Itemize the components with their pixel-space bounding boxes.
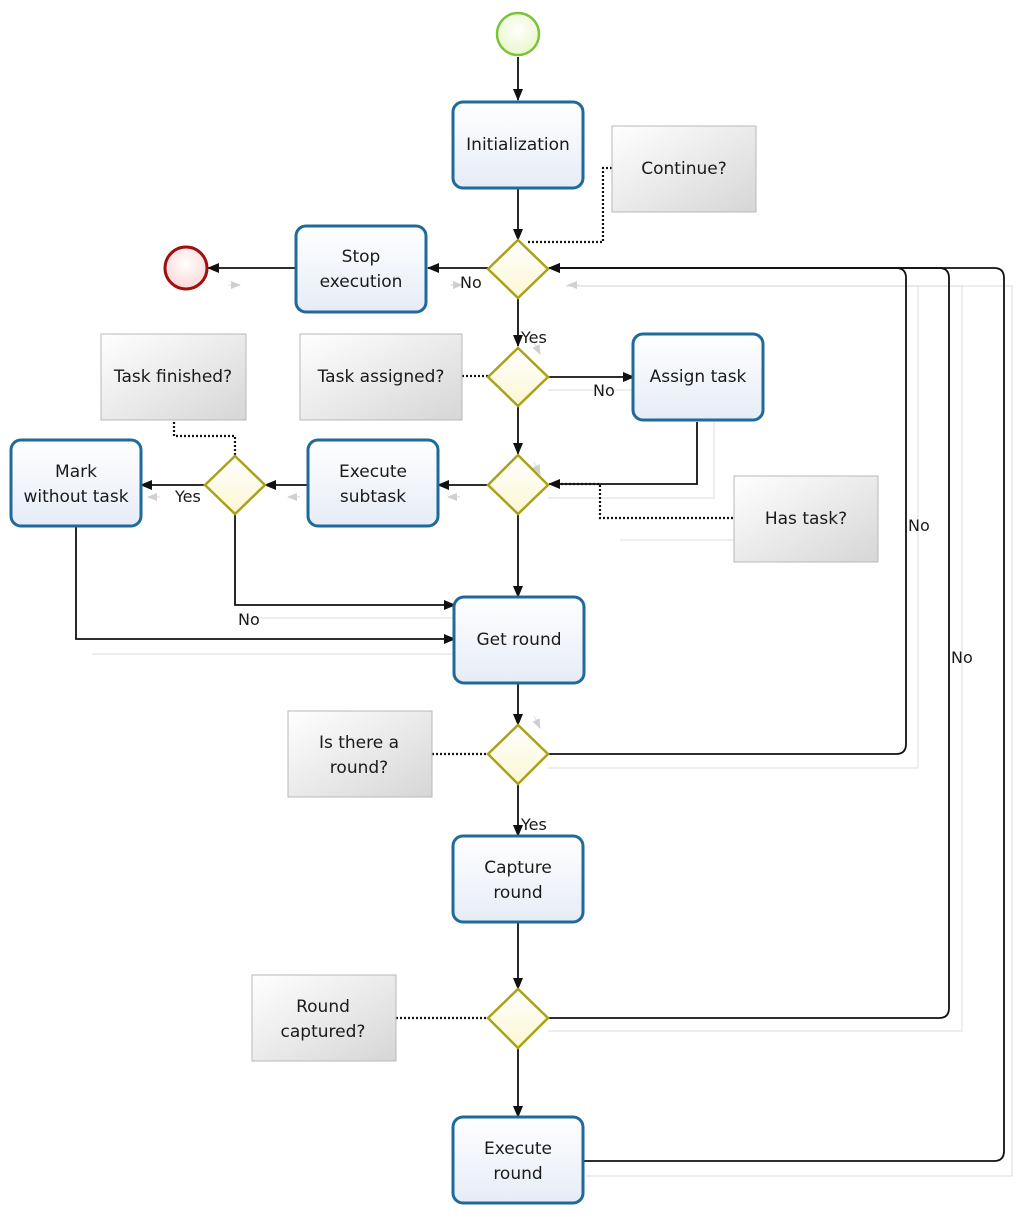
annotation-continue-label: Continue?	[641, 159, 726, 179]
flow-label-continue-no: No	[460, 273, 482, 292]
annotation-continue[interactable]: Continue?	[611, 125, 757, 213]
annotation-has-task[interactable]: Has task?	[733, 475, 879, 563]
flow-assign-to-hastask	[548, 422, 698, 489]
task-get-round-label: Get round	[476, 630, 561, 650]
flow-label-finished-no: No	[238, 610, 260, 629]
gateway-has-task[interactable]	[486, 453, 550, 516]
task-assign-task[interactable]: Assign task	[631, 332, 765, 422]
task-initialization[interactable]: Initialization	[451, 100, 585, 190]
flow-labels: No Yes No Yes No No Yes No	[174, 273, 973, 834]
gateways	[203, 238, 550, 1050]
annotation-has-task-label: Has task?	[765, 509, 847, 529]
ghost-flow-routes	[92, 281, 1013, 1177]
flow-mark-to-getround	[75, 527, 456, 644]
annotation-associations	[172, 166, 733, 1020]
flow-finished-no	[234, 514, 456, 610]
annotation-task-assigned-label: Task assigned?	[317, 367, 445, 387]
start-event[interactable]	[495, 11, 541, 57]
annotation-task-assigned[interactable]: Task assigned?	[299, 333, 463, 421]
task-initialization-label: Initialization	[466, 135, 570, 155]
flow-label-round-exists-yes: Yes	[520, 815, 547, 834]
gateway-continue[interactable]	[486, 238, 550, 300]
annotation-task-finished-label: Task finished?	[113, 367, 232, 387]
sequence-flows	[75, 57, 1005, 1162]
flow-label-continue-yes: Yes	[520, 328, 547, 347]
flow-label-captured-no: No	[951, 648, 973, 667]
flow-label-assigned-no: No	[593, 381, 615, 400]
gateway-task-assigned[interactable]	[486, 346, 550, 408]
flow-label-finished-yes: Yes	[174, 487, 201, 506]
end-event[interactable]	[163, 245, 209, 291]
flow-label-round-exists-no: No	[908, 516, 930, 535]
annotation-task-finished[interactable]: Task finished?	[100, 333, 247, 421]
gateway-round-captured[interactable]	[486, 987, 550, 1050]
flow-execround-loop	[548, 263, 1005, 1162]
task-get-round[interactable]: Get round	[452, 595, 586, 685]
gateway-task-finished[interactable]	[203, 454, 267, 516]
gateway-is-there-round[interactable]	[486, 723, 550, 786]
task-assign-task-label: Assign task	[650, 367, 747, 387]
